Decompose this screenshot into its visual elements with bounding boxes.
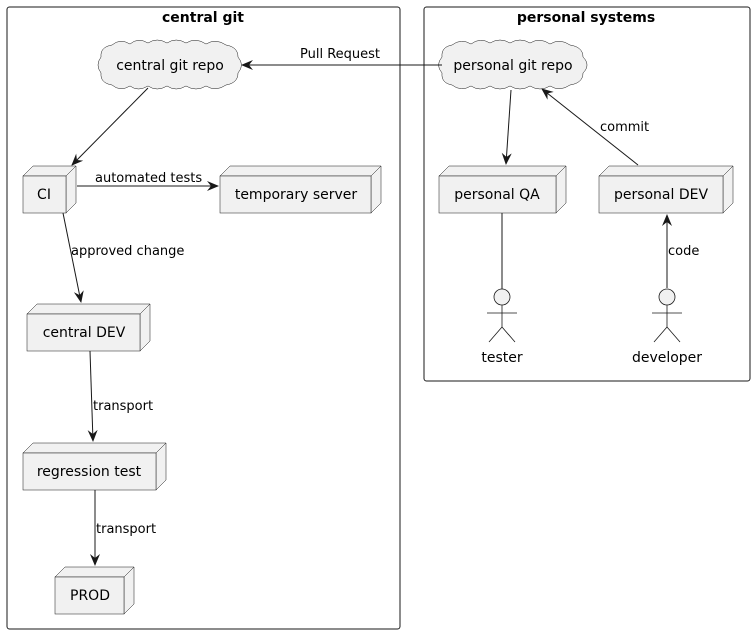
edges (62, 60, 672, 566)
node-label: personal DEV (614, 187, 709, 203)
package-personal-systems: personal systems (423, 6, 751, 382)
edge-label-automated-tests: automated tests (95, 171, 202, 186)
edge-label-code: code (668, 244, 699, 259)
node-label: CI (37, 187, 51, 203)
node-central-dev: central DEV (26, 303, 151, 352)
node-personal-dev: personal DEV (598, 165, 734, 214)
node-personal-qa: personal QA (438, 165, 567, 214)
package-title-central: central git (162, 10, 244, 26)
edge-transport-1 (87, 350, 98, 442)
actor-label-developer: developer (632, 350, 702, 366)
node-label: central DEV (43, 325, 126, 341)
edge-repo-to-qa (501, 89, 512, 165)
actor-label-tester: tester (481, 350, 522, 366)
cloud-central-git-repo: central git repo (97, 39, 242, 90)
node-label: regression test (37, 464, 142, 480)
edge-label-commit: commit (600, 120, 649, 135)
edge-repo-to-ci (71, 87, 149, 166)
node-ci: CI (22, 165, 77, 214)
node-label: temporary server (235, 187, 358, 203)
edge-approved-change (62, 212, 84, 303)
node-prod: PROD (54, 566, 135, 615)
node-temporary-server: temporary server (219, 165, 382, 214)
edge-label-pull-request: Pull Request (300, 47, 380, 62)
package-central-git: central git (6, 6, 401, 630)
edge-label-approved-change: approved change (71, 244, 184, 259)
node-label: PROD (70, 588, 110, 604)
node-regression-test: regression test (22, 442, 167, 491)
actor-developer (652, 288, 682, 343)
node-label: central git repo (116, 58, 224, 74)
node-label: personal git repo (453, 58, 572, 74)
actor-tester (487, 288, 517, 343)
cloud-personal-git-repo: personal git repo (438, 39, 588, 90)
edge-label-transport-1: transport (93, 399, 153, 414)
package-title-personal: personal systems (517, 10, 655, 26)
edge-label-transport-2: transport (96, 522, 156, 537)
node-label: personal QA (454, 187, 540, 203)
edge-commit (541, 88, 639, 166)
